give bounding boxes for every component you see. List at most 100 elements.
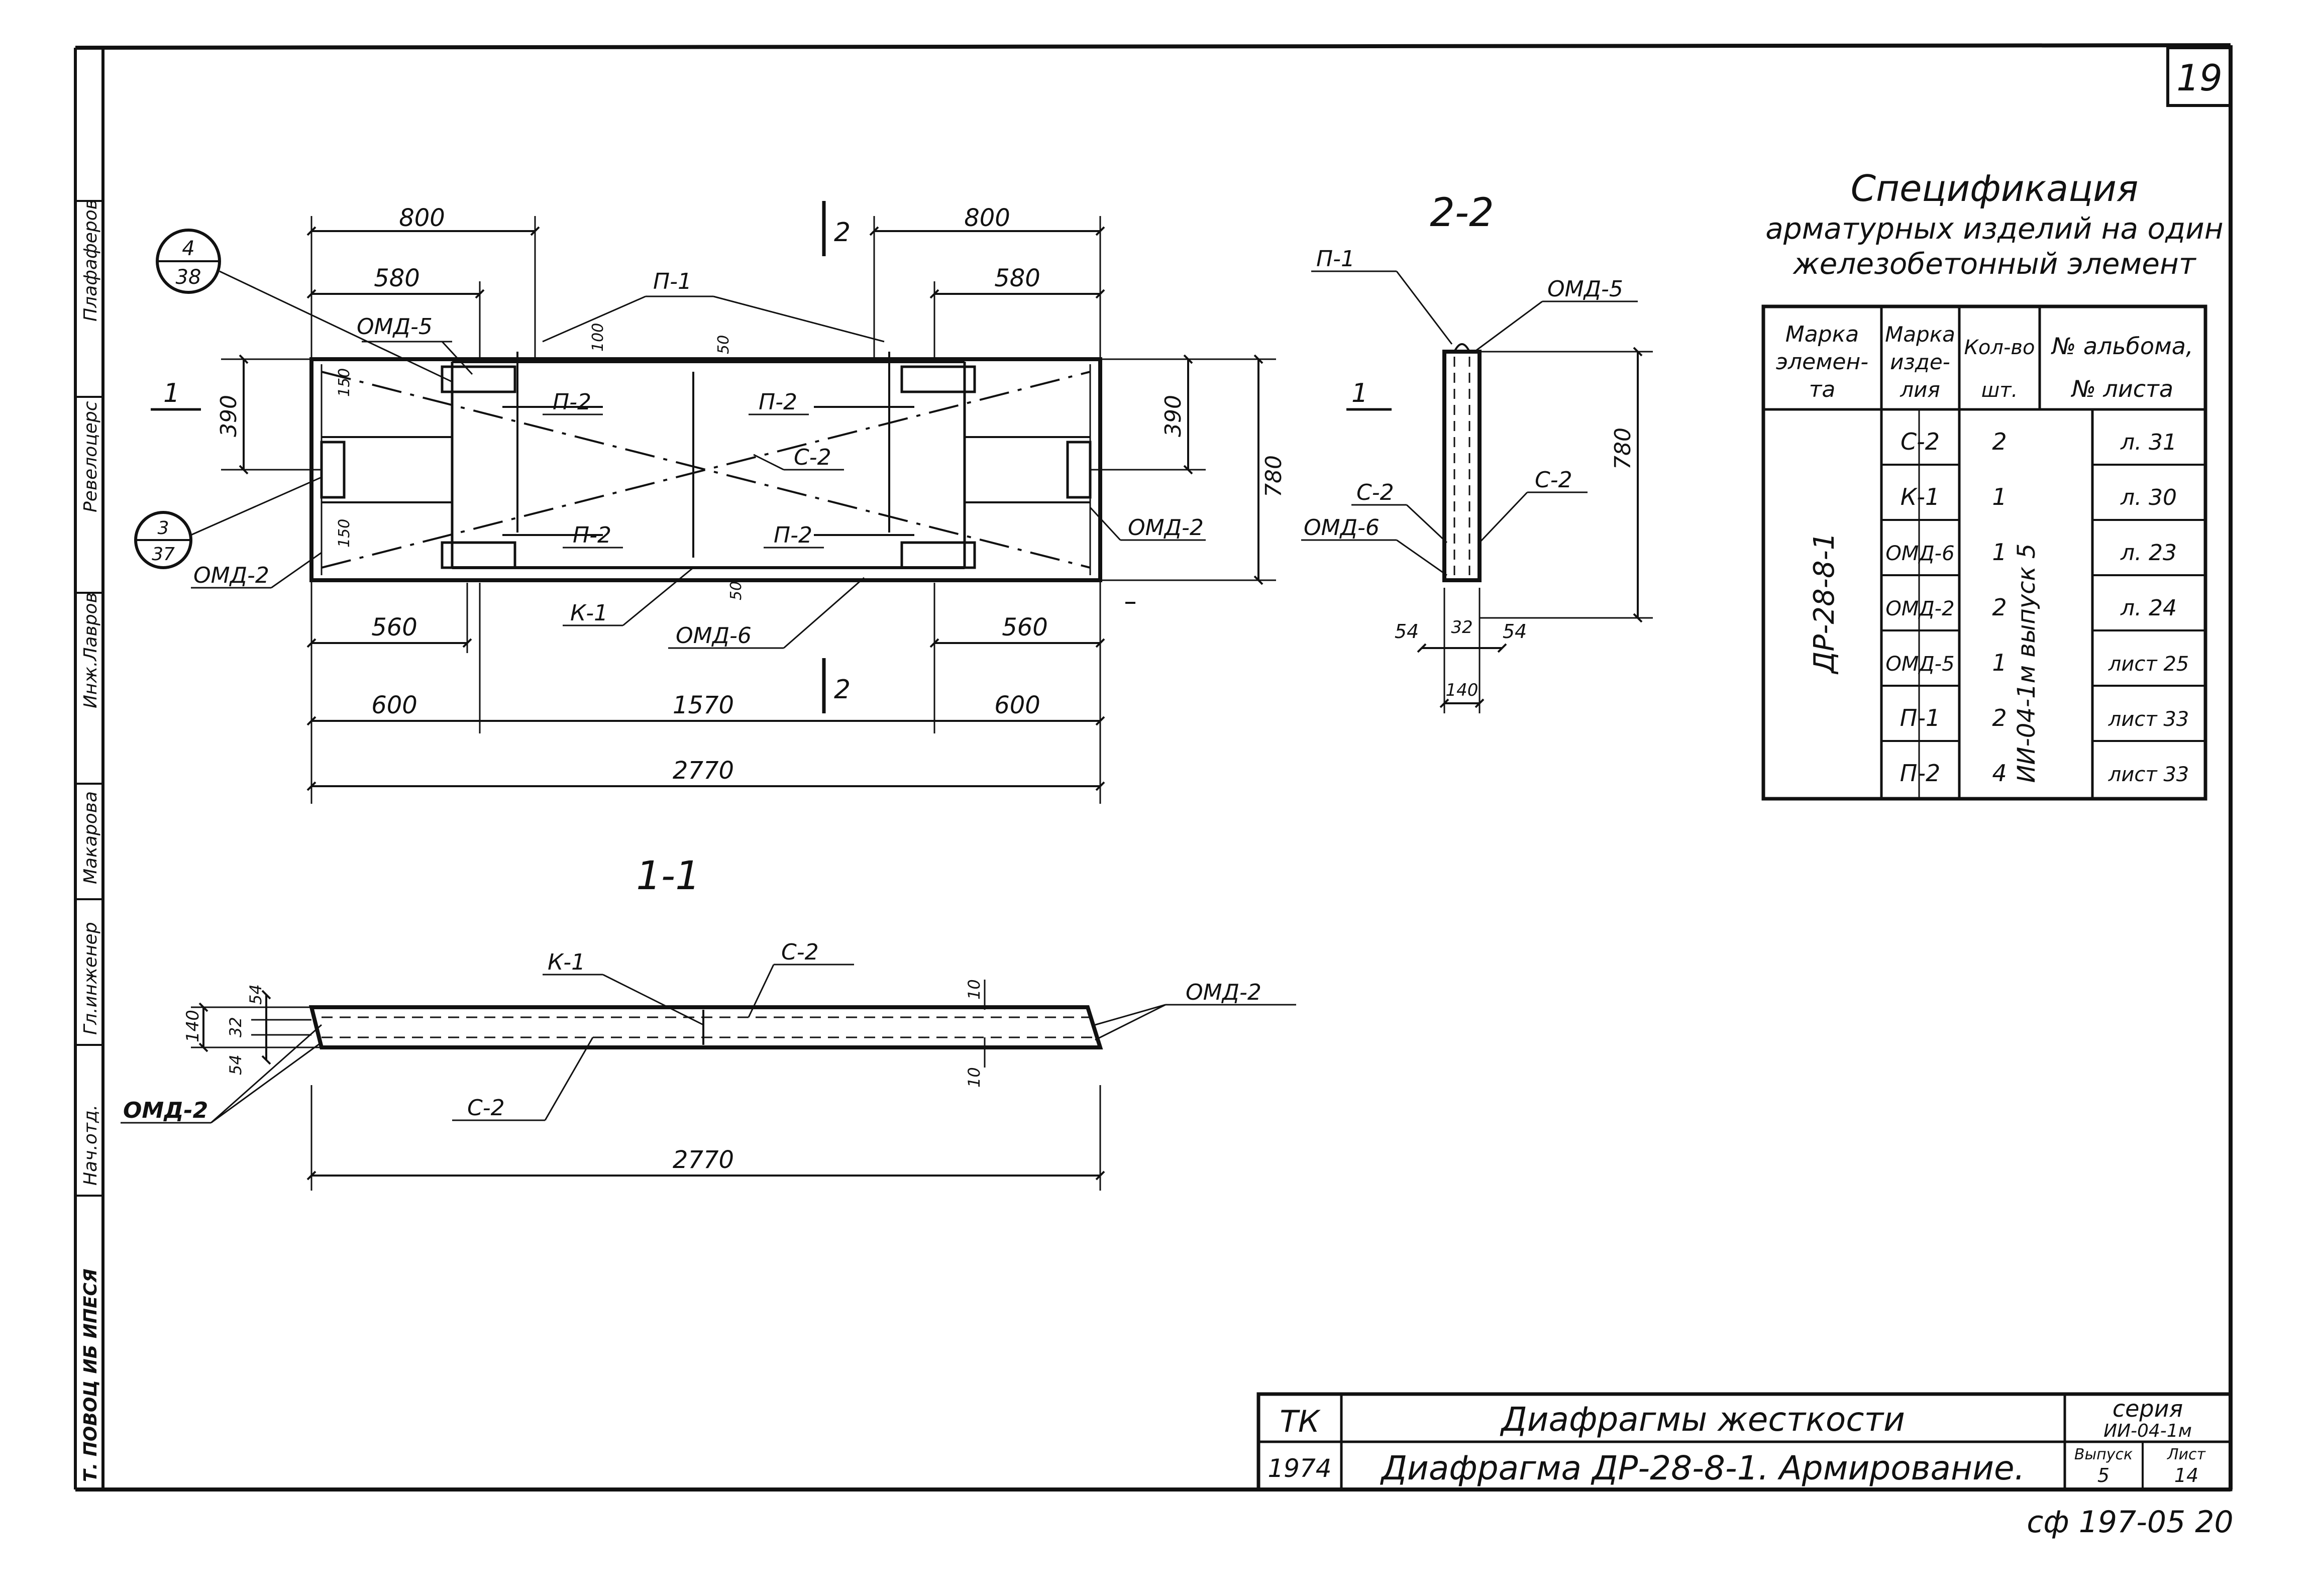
section-1-1: 1-1 140 54 32 54 10 10 2770 К-1 С-2 xyxy=(121,854,1296,1191)
side-strip-text-1: Плафаферов xyxy=(80,199,101,322)
spec-title-line-2: арматурных изделий на один xyxy=(1765,211,2223,246)
side-strip-text-7: Т. ПОВОЦ ИБ ИПЕСЯ xyxy=(80,1268,101,1482)
spec-album: ИИ-04-1м выпуск 5 xyxy=(2013,544,2041,783)
dim-50-top: 50 xyxy=(715,335,732,354)
dim-1570: 1570 xyxy=(673,691,734,719)
spec-row: П-1 2 лист 33 xyxy=(1900,704,2189,731)
callout-3-bottom: 37 xyxy=(152,544,175,565)
spec-row: С-2 2 л. 31 xyxy=(1901,428,2177,455)
label-c2-section-right: С-2 xyxy=(1535,467,1572,493)
spec-header-element-2: элемен- xyxy=(1776,349,1868,375)
spec-title-line-1: Спецификация xyxy=(1851,167,2139,209)
spec-header-qty-1: Кол-во xyxy=(1964,336,2035,359)
dim-32-s11: 32 xyxy=(226,1017,245,1037)
side-strip: Плафаферов Ревелоцерс Инж.Лавров Макаров… xyxy=(75,199,103,1482)
label-omd2-s11-left: ОМД-2 xyxy=(123,1098,208,1123)
dim-140: 140 xyxy=(1446,680,1479,700)
spec-qty: 1 xyxy=(1992,483,2007,510)
tb-title-1: Диафрагмы жесткости xyxy=(1500,1400,1905,1439)
spec-header-qty-2: шт. xyxy=(1981,379,2018,402)
spec-header-album-2: № листа xyxy=(2070,375,2173,402)
side-strip-text-2: Ревелоцерс xyxy=(80,401,101,512)
section-2-2: 2-2 780 54 32 54 140 П-1 ОМД-5 1 С-2 С-2 xyxy=(1125,190,1653,713)
dim-390-right: 390 xyxy=(1161,395,1186,437)
label-p1-plan: П-1 xyxy=(653,269,692,294)
side-strip-text-4: Макарова xyxy=(80,791,101,884)
dim-10-bottom-s11: 10 xyxy=(965,1067,984,1088)
dim-600-right: 600 xyxy=(994,691,1040,719)
label-c2-plan: С-2 xyxy=(794,445,831,470)
tb-issue-label: Выпуск xyxy=(2074,1446,2133,1463)
page-number: 19 xyxy=(2176,57,2223,99)
spec-sheet: л. 24 xyxy=(2120,595,2177,621)
dim-140-s11: 140 xyxy=(183,1010,203,1042)
spec-sheet: лист 25 xyxy=(2108,653,2189,676)
label-p2-lower-right: П-2 xyxy=(774,522,812,548)
detail-callout-4-38: 4 38 xyxy=(156,229,453,383)
spec-block: Спецификация арматурных изделий на один … xyxy=(1761,167,2224,801)
spec-sheet: лист 33 xyxy=(2108,708,2189,731)
label-p2-upper-right: П-2 xyxy=(759,389,797,415)
side-strip-text-3: Инж.Лавров xyxy=(80,592,101,708)
tb-title-2: Диафрагма ДР-28-8-1. Армирование. xyxy=(1380,1449,2025,1487)
spec-sheet: л. 30 xyxy=(2120,485,2177,510)
dim-800-left: 800 xyxy=(399,204,445,232)
label-omd6-plan: ОМД-6 xyxy=(676,623,752,649)
dim-54-bottom-s11: 54 xyxy=(226,1054,245,1075)
spec-header-element-1: Марка xyxy=(1785,322,1859,347)
spec-header-item-2: изде- xyxy=(1890,350,1950,374)
spec-qty: 2 xyxy=(1992,704,2007,731)
tb-sheet-value: 14 xyxy=(2174,1464,2198,1486)
side-strip-text-6: Нач.отд. xyxy=(80,1105,101,1186)
dim-10-top-s11: 10 xyxy=(965,979,984,1000)
dim-150-lower: 150 xyxy=(336,519,353,548)
dim-2770-s11: 2770 xyxy=(673,1146,734,1174)
tb-year: 1974 xyxy=(1268,1454,1331,1483)
spec-header-item-1: Марка xyxy=(1885,322,1955,347)
dim-390-left: 390 xyxy=(216,395,242,437)
label-c2-section-left: С-2 xyxy=(1356,480,1394,505)
dim-54-top-s11: 54 xyxy=(246,984,265,1005)
spec-item: К-1 xyxy=(1901,483,1940,510)
spec-header-element-3: та xyxy=(1809,377,1836,402)
section-1-1-title: 1-1 xyxy=(636,854,700,899)
detail-callout-3-37: 3 37 xyxy=(134,476,322,569)
spec-sheet: лист 33 xyxy=(2108,763,2189,786)
side-strip-text-5: Гл.инженер xyxy=(80,922,101,1035)
spec-item: П-2 xyxy=(1900,760,1940,787)
stamp-code: сф 197-05 20 xyxy=(2027,1505,2233,1540)
dim-800-right: 800 xyxy=(964,204,1010,232)
label-p2-upper-left: П-2 xyxy=(553,389,591,415)
dim-54-right: 54 xyxy=(1503,620,1527,643)
spec-item: ОМД-6 xyxy=(1885,542,1954,565)
dim-2770: 2770 xyxy=(673,757,734,785)
spec-row: П-2 4 лист 33 xyxy=(1900,760,2189,787)
callout-4-top: 4 xyxy=(182,237,194,260)
label-c2-s11-top: С-2 xyxy=(781,939,819,965)
label-c2-s11-bottom: С-2 xyxy=(467,1095,505,1121)
dim-560-right: 560 xyxy=(1002,613,1048,642)
callout-4-bottom: 38 xyxy=(176,266,201,289)
label-p2-lower-left: П-2 xyxy=(573,522,611,548)
dim-50-bottom: 50 xyxy=(727,581,745,600)
section-mark-2-top: 2 xyxy=(834,218,851,248)
dim-560-left: 560 xyxy=(371,613,417,642)
tb-series-value: ИИ-04-1м xyxy=(2103,1421,2192,1441)
tb-issue-value: 5 xyxy=(2097,1464,2110,1486)
section-mark-1: 1 xyxy=(163,378,180,408)
label-omd5-section: ОМД-5 xyxy=(1547,276,1623,302)
spec-header-item-3: лия xyxy=(1900,377,1940,402)
sheet-frame xyxy=(74,43,2233,1492)
dim-780-section: 780 xyxy=(1610,428,1636,470)
spec-item: П-1 xyxy=(1900,704,1940,731)
spec-item: С-2 xyxy=(1901,428,1940,455)
spec-item: ОМД-2 xyxy=(1885,597,1954,620)
spec-row: ОМД-2 2 л. 24 xyxy=(1885,594,2177,621)
tb-series-label: серия xyxy=(2113,1395,2183,1422)
spec-title-line-3: железобетонный элемент xyxy=(1792,247,2196,281)
panel-outline xyxy=(309,357,1102,582)
dim-580-right: 580 xyxy=(994,264,1040,292)
plan-view: 800 800 580 580 390 390 780 100 50 50 15… xyxy=(134,201,1287,804)
spec-row: К-1 1 л. 30 xyxy=(1901,483,2177,510)
